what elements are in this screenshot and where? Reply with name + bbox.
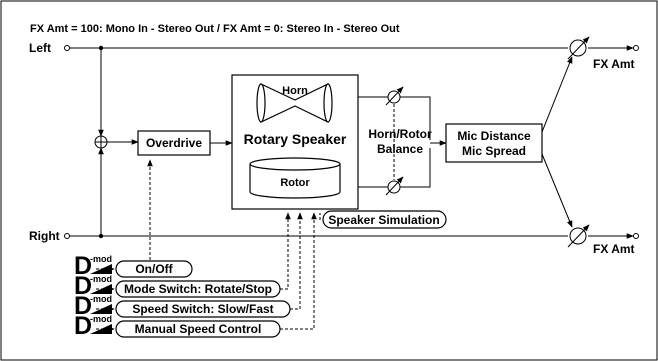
dmod-superscript: -mod [90,294,112,304]
speaker-simulation-label: Speaker Simulation [328,213,439,227]
dmod-letter: D [74,312,92,340]
mic-distance-label: Mic Distance [457,129,531,143]
fx-amt-left-knob-icon [567,36,590,60]
control-row-manual: D -mod Manual Speed Control [74,312,281,340]
manual-control-line [280,212,317,330]
right-input-label: Right [29,229,60,243]
rotor-label: Rotor [280,177,310,189]
control-manual-pill [115,320,281,338]
mixer-icon [94,135,108,149]
mic-to-right-line [541,153,573,228]
dmod-superscript: -mod [90,274,112,284]
control-row-onoff: D -mod On/Off [74,252,193,280]
control-speed-label: Speed Switch: Slow/Fast [132,302,273,316]
dmod-letter: D [74,292,92,320]
rotary-speaker-label: Rotary Speaker [244,131,347,147]
control-speed-pill [115,300,291,318]
right-output-terminal [633,233,639,239]
right-input-terminal [64,233,70,239]
rotor-icon [249,157,341,199]
rotary-upper-out-line [358,96,431,140]
balance-label-line2: Balance [377,142,423,156]
horn-icon [256,83,333,123]
control-onoff-pill [115,260,193,278]
fx-amt-top-label: FX Amt [593,57,635,71]
control-row-speed: D -mod Speed Switch: Slow/Fast [74,292,291,320]
mic-spread-label: Mic Spread [462,144,526,158]
speed-control-line [290,212,303,310]
lower-balance-knob-icon [385,176,404,196]
control-mode-pill [115,280,281,298]
speaker-simulation-badge [322,210,447,229]
control-mode-label: Mode Switch: Rotate/Stop [124,282,272,296]
left-input-label: Left [29,41,51,55]
diagram-title: FX Amt = 100: Mono In - Stereo Out / FX … [30,23,400,35]
fx-amt-bottom-label: FX Amt [593,242,635,256]
balance-label-line1: Horn/Rotor [368,127,432,141]
dmod-letter: D [74,272,92,300]
upper-balance-knob-icon [385,86,404,106]
dmod-letter: D [74,252,92,280]
left-input-terminal [64,45,70,51]
dmod-superscript: -mod [90,254,112,264]
rotary-lower-out-line [358,148,431,188]
control-row-mode: D -mod Mode Switch: Rotate/Stop [74,272,281,300]
mic-to-left-line [541,56,573,133]
horn-label: Horn [282,85,308,97]
mic-distance-block [445,123,543,163]
mode-control-line [280,212,291,290]
dmod-superscript: -mod [90,314,112,324]
fx-amt-right-knob-icon [567,224,590,248]
overdrive-label: Overdrive [146,136,202,150]
control-onoff-label: On/Off [135,262,173,276]
left-output-terminal [633,45,639,51]
control-manual-label: Manual Speed Control [135,322,262,336]
